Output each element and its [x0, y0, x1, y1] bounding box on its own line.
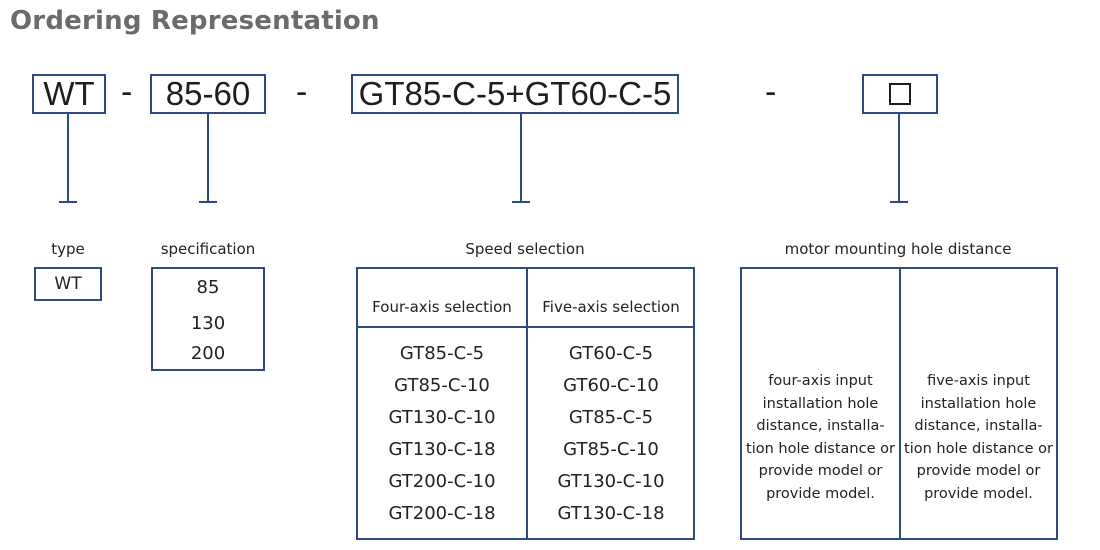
specification-box: 85 130 200: [151, 267, 265, 371]
text-line: tion hole distance or: [746, 440, 895, 457]
specification-label: specification: [160, 240, 256, 258]
type-value: WT: [34, 267, 102, 301]
text-line: provide model.: [766, 485, 875, 502]
connector-cap: [512, 201, 530, 203]
text-line: provide model or: [758, 463, 883, 479]
code-box-specification: 85-60: [150, 74, 266, 114]
text-line: provide model.: [924, 485, 1033, 502]
table-column-divider: [899, 267, 901, 540]
five-axis-header: Five-axis selection: [542, 298, 680, 316]
specification-value: 200: [190, 343, 226, 364]
text-line: four-axis input: [768, 373, 873, 389]
code-box-speed: GT85-C-5+GT60-C-5: [351, 74, 679, 114]
motor-mounting-label: motor mounting hole distance: [784, 240, 1012, 258]
connector-line: [520, 114, 522, 202]
code-box-type: WT: [32, 74, 106, 114]
text-line: installation hole: [762, 395, 879, 412]
list-item: GT200-C-18: [388, 503, 496, 524]
text-line: installation hole: [920, 395, 1037, 412]
list-item: GT130-C-18: [388, 439, 496, 460]
table-header-divider: [356, 326, 695, 328]
list-item: GT85-C-10: [394, 375, 490, 396]
connector-cap: [59, 201, 77, 203]
text-line: distance, installa-: [756, 418, 885, 434]
text-line: tion hole distance or: [904, 440, 1053, 457]
list-item: GT130-C-18: [557, 503, 665, 524]
connector-cap: [890, 201, 908, 203]
type-label: type: [51, 240, 85, 258]
code-separator: -: [121, 73, 133, 111]
speed-selection-label: Speed selection: [465, 240, 585, 258]
list-item: GT85-C-5: [399, 343, 485, 364]
list-item: GT60-C-10: [563, 375, 659, 396]
text-line: provide model or: [916, 463, 1041, 479]
specification-value: 130: [190, 313, 226, 334]
text-line: five-axis input: [927, 373, 1030, 389]
text-line: distance, installa-: [914, 418, 1043, 434]
empty-square-icon: [889, 83, 911, 105]
connector-line: [67, 114, 69, 202]
five-axis-motor-text: five-axis input installation hole distan…: [901, 370, 1056, 505]
page-title: Ordering Representation: [10, 6, 380, 36]
specification-value: 85: [196, 277, 220, 298]
list-item: GT85-C-5: [568, 407, 654, 428]
list-item: GT85-C-10: [563, 439, 659, 460]
connector-line: [207, 114, 209, 202]
four-axis-header: Four-axis selection: [372, 298, 512, 316]
list-item: GT200-C-10: [388, 471, 496, 492]
speed-selection-table: [356, 267, 695, 540]
four-axis-list: GT85-C-5 GT85-C-10 GT130-C-10 GT130-C-18…: [358, 341, 526, 533]
connector-line: [898, 114, 900, 202]
code-box-motor: [862, 74, 938, 114]
connector-cap: [199, 201, 217, 203]
five-axis-list: GT60-C-5 GT60-C-10 GT85-C-5 GT85-C-10 GT…: [528, 341, 694, 533]
code-separator: -: [765, 73, 777, 111]
table-column-divider: [526, 267, 528, 540]
list-item: GT130-C-10: [557, 471, 665, 492]
list-item: GT130-C-10: [388, 407, 496, 428]
four-axis-motor-text: four-axis input installation hole distan…: [742, 370, 899, 505]
list-item: GT60-C-5: [568, 343, 654, 364]
code-separator: -: [296, 73, 308, 111]
